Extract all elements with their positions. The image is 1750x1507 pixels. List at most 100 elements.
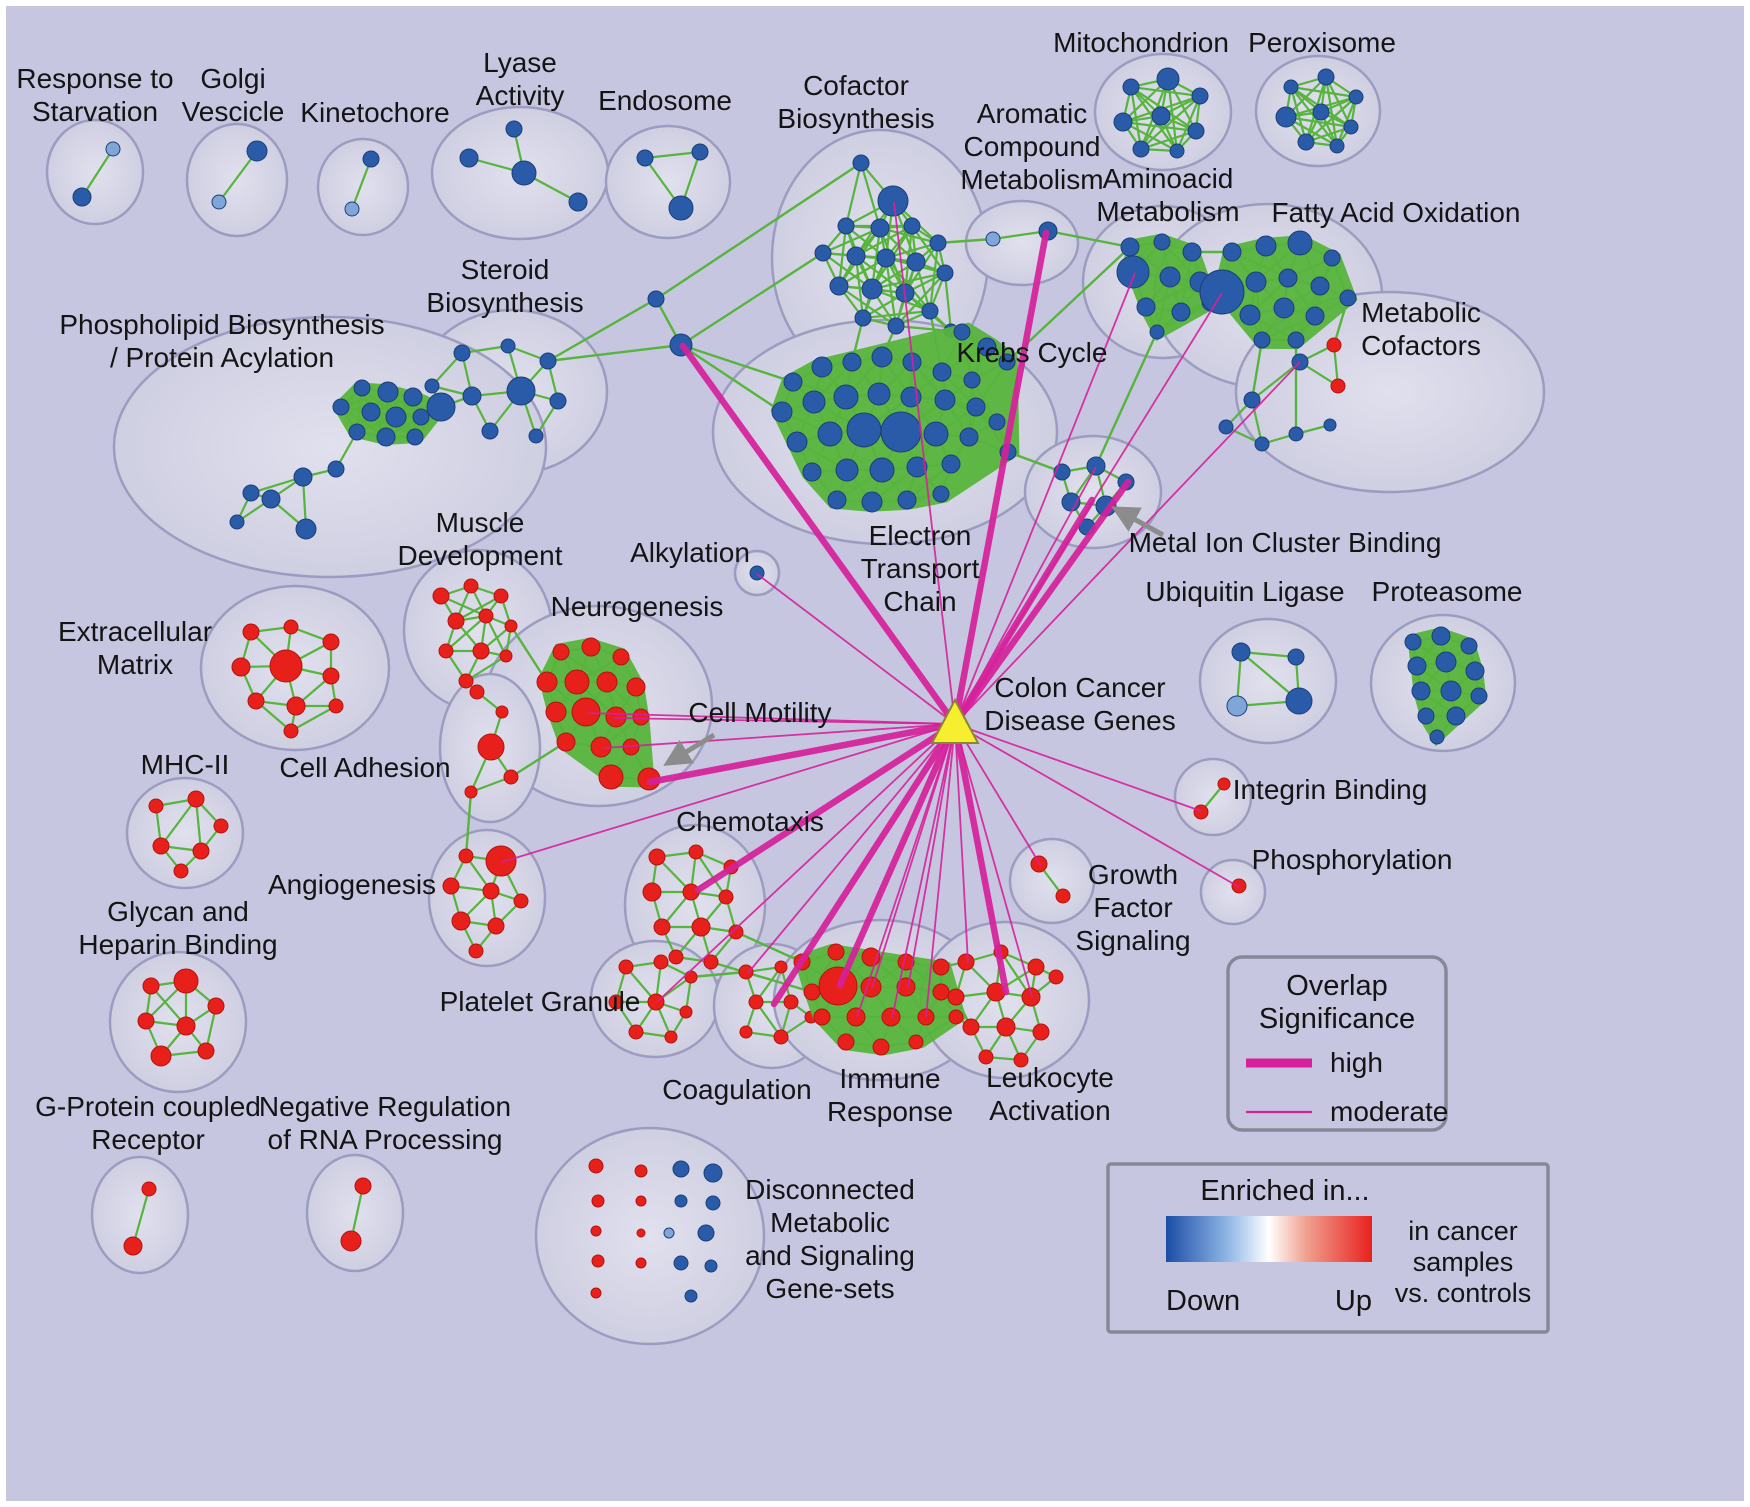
gene-set-node	[598, 764, 624, 790]
gene-set-node	[1032, 1023, 1050, 1041]
overlap-link-moderate	[954, 361, 1301, 725]
gene-set-node	[295, 518, 317, 540]
legend-moderate-label: moderate	[1330, 1096, 1448, 1127]
overlap-significance-legend-title: Overlap	[1286, 970, 1388, 1002]
gene-set-node	[1329, 138, 1345, 154]
overlap-link-moderate	[856, 723, 956, 1018]
gene-set-node	[328, 698, 344, 714]
gene-set-node	[628, 1024, 644, 1040]
label-chemotaxis: Chemotaxis	[676, 806, 824, 837]
gene-set-node	[1343, 119, 1359, 135]
gene-set-node	[1255, 235, 1277, 257]
gene-set-node	[493, 588, 509, 604]
legends: OverlapSignificancehighmoderateEnriched …	[1106, 955, 1550, 1334]
enriched-legend-box	[1106, 1162, 1550, 1334]
gene-overlap-edge	[1251, 361, 1301, 401]
gene-set-node	[353, 379, 371, 397]
gene-set-node	[552, 643, 570, 661]
gene-set-node	[861, 278, 883, 300]
gene-set-node	[269, 649, 303, 683]
overlap-link-high	[694, 720, 959, 894]
cluster-contents	[72, 67, 1488, 1303]
gene-set-node	[978, 1049, 994, 1065]
gene-overlap-edge	[547, 343, 682, 363]
label-aromatic-compound-metabolism: Compound	[964, 131, 1101, 162]
gene-set-node	[477, 733, 505, 761]
gene-set-node	[1021, 987, 1041, 1007]
gene-set-node	[877, 185, 909, 217]
label-glycan-and-heparin-binding: Glycan and	[107, 896, 249, 927]
gene-set-node	[647, 290, 665, 308]
gene-overlap-edge	[837, 225, 848, 287]
label-platelet-granule: Platelet Granule	[440, 986, 641, 1017]
gene-set-node	[528, 428, 544, 444]
gene-set-node	[1013, 1052, 1029, 1068]
gene-set-node	[211, 194, 227, 210]
gene-set-node	[896, 977, 916, 997]
gene-set-node	[871, 346, 893, 368]
gene-set-node	[966, 397, 986, 417]
cluster-ellipse-ubiquitin-ligase	[1198, 617, 1338, 745]
gene-set-node	[1122, 78, 1140, 96]
label-electron-transport-chain: Electron	[869, 520, 972, 551]
cluster-mitochondrion	[1113, 67, 1209, 159]
gene-set-node	[1153, 233, 1171, 251]
gene-set-node	[959, 427, 979, 447]
gene-set-node	[176, 1016, 196, 1036]
cluster-response-to-starvation	[72, 141, 121, 207]
gene-overlap-edge	[844, 162, 863, 227]
gene-set-node	[173, 968, 199, 994]
hub	[930, 697, 980, 744]
gene-set-node	[653, 954, 669, 970]
gene-set-node	[1285, 687, 1313, 715]
gene-set-node	[691, 143, 709, 161]
gene-set-node	[438, 643, 454, 659]
cluster-angiogenesis	[442, 845, 529, 959]
overlap-link-moderate	[954, 723, 1033, 998]
cluster-disconnected-metabolic-and-signaling-gene-sets	[588, 1158, 723, 1303]
gene-set-node	[872, 1038, 890, 1056]
gene-set-node	[811, 356, 833, 378]
gene-set-node	[1283, 79, 1299, 95]
cluster-leukocyte-activation	[947, 944, 1064, 1068]
label-immune-response: Response	[827, 1096, 953, 1127]
gene-overlap-edge	[655, 162, 862, 300]
cluster-golgi-vescicle	[211, 140, 268, 210]
cluster-fatty-acid-oxidation	[1199, 230, 1358, 350]
gene-set-node	[549, 392, 567, 410]
gene-set-node	[957, 953, 975, 971]
gene-set-node	[897, 490, 917, 510]
gene-set-node	[1431, 626, 1451, 646]
gene-set-node	[261, 489, 281, 509]
label-aromatic-compound-metabolism: Metabolism	[960, 164, 1103, 195]
overlap-link-moderate	[602, 723, 956, 749]
label-cofactor-biosynthesis: Biosynthesis	[777, 103, 934, 134]
gene-set-node	[464, 785, 478, 799]
gene-set-node	[691, 917, 711, 937]
gene-set-node	[472, 642, 490, 660]
gene-overlap-edge	[350, 158, 373, 210]
gene-set-node	[636, 149, 654, 167]
cluster-ellipse-endosome	[604, 124, 732, 240]
cluster-muscle-development	[432, 578, 518, 689]
gene-set-node	[774, 960, 788, 974]
gene-set-node	[556, 732, 576, 752]
gene-set-node	[1171, 302, 1191, 322]
gene-set-node	[564, 669, 590, 695]
gene-overlap-edge	[81, 148, 114, 198]
gene-set-node	[634, 1164, 648, 1178]
gene-set-node	[932, 958, 950, 976]
gene-overlap-edge	[131, 1188, 151, 1247]
gene-set-node	[1407, 656, 1427, 676]
gene-set-node	[105, 141, 121, 157]
gene-overlap-edge	[928, 242, 940, 312]
label-phospholipid-biosynthesis-protein-acylation: Phospholipid Biosynthesis	[59, 309, 384, 340]
cluster-extracellular-matrix	[231, 619, 344, 739]
gene-set-node	[728, 924, 744, 940]
gene-set-node	[1348, 89, 1364, 105]
gene-overlap-edge	[1285, 115, 1352, 129]
cluster-glycan-and-heparin-binding	[137, 968, 225, 1067]
gene-set-node	[977, 337, 997, 357]
cluster-ellipse-aromatic-compound-metabolism	[964, 199, 1080, 287]
